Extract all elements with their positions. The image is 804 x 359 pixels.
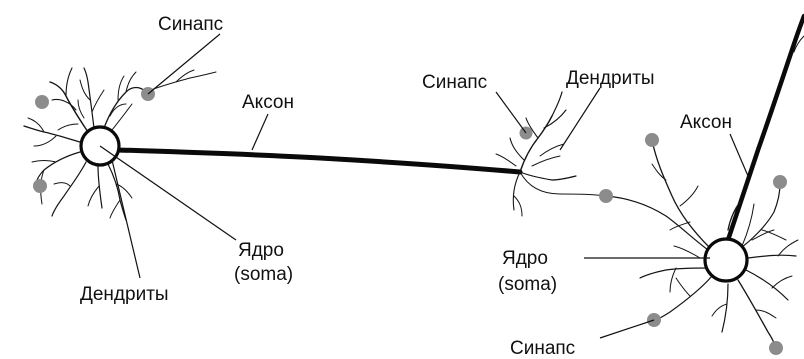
labels: Синапс Аксон Ядро (soma) Дендриты Синапс… <box>80 14 732 359</box>
synapse-dot <box>599 189 613 203</box>
label-nucleus-right: Ядро <box>502 248 548 269</box>
synapse-dot <box>769 341 783 355</box>
synapse-dots <box>33 87 787 355</box>
soma-right <box>705 239 747 281</box>
dendrites-middle-junction <box>496 92 606 216</box>
label-synapse-top-left: Синапс <box>158 14 223 35</box>
label-synapse-middle: Синапс <box>422 72 487 93</box>
label-dendrites-left: Дендриты <box>80 284 169 305</box>
label-axon-right: Аксон <box>680 112 732 133</box>
label-dendrites-middle: Дендриты <box>566 68 655 89</box>
dendrites-right-neuron <box>606 140 798 348</box>
synapse-dot <box>33 179 47 193</box>
axon-left-neuron <box>118 150 520 172</box>
label-axon-left: Аксон <box>242 92 294 113</box>
label-soma-left: (soma) <box>234 264 293 285</box>
axon-right-neuron <box>728 16 804 240</box>
synapse-dot <box>645 133 659 147</box>
synapse-dot <box>773 175 787 189</box>
label-nucleus-left: Ядро <box>238 240 284 261</box>
synapse-dot <box>35 95 49 109</box>
label-soma-right: (soma) <box>498 274 557 295</box>
label-synapse-bottom-right: Синапс <box>510 338 575 359</box>
